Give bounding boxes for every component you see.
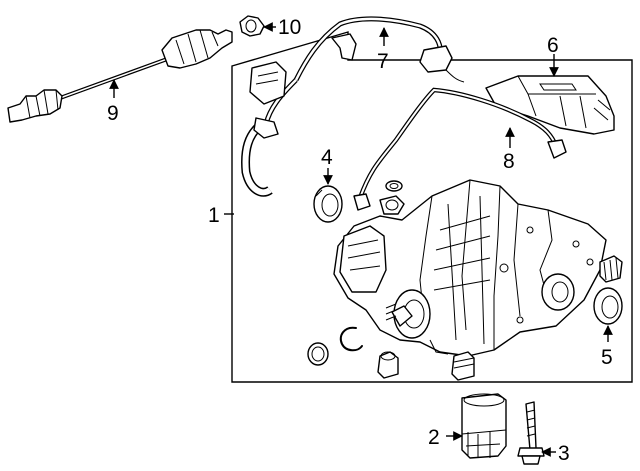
axle-shaft-part[interactable]: [7, 29, 233, 123]
callout-10: 10: [278, 16, 301, 39]
small-o-ring-part[interactable]: [385, 180, 403, 192]
callout-6: 6: [547, 34, 559, 57]
callout-8: 8: [503, 150, 515, 173]
axle-nut-part[interactable]: [239, 15, 265, 37]
callout-5: 5: [601, 346, 613, 369]
mount-bolt-part[interactable]: [517, 401, 545, 465]
pinion-seal-part[interactable]: [313, 185, 343, 223]
control-module-part[interactable]: [485, 75, 615, 135]
assembly-frame: [231, 31, 633, 383]
callout-3: 3: [558, 442, 570, 465]
callout-7: 7: [377, 50, 389, 73]
wiring-harness-part[interactable]: [241, 16, 465, 197]
drain-plug-part[interactable]: [451, 351, 475, 381]
vent-tube-part[interactable]: [353, 87, 567, 211]
axle-seal-part[interactable]: [593, 287, 623, 325]
fill-plug-part[interactable]: [379, 195, 405, 215]
callout-1: 1: [208, 204, 220, 227]
mount-bushing-part[interactable]: [461, 393, 507, 459]
lower-plug-part[interactable]: [377, 351, 399, 379]
snap-ring-part[interactable]: [339, 326, 363, 352]
lower-o-ring-part[interactable]: [307, 342, 329, 366]
callout-4: 4: [321, 146, 333, 169]
differential-housing[interactable]: [333, 179, 607, 357]
side-plug-part[interactable]: [599, 255, 623, 283]
callout-2: 2: [428, 426, 440, 449]
callout-9: 9: [107, 102, 119, 125]
